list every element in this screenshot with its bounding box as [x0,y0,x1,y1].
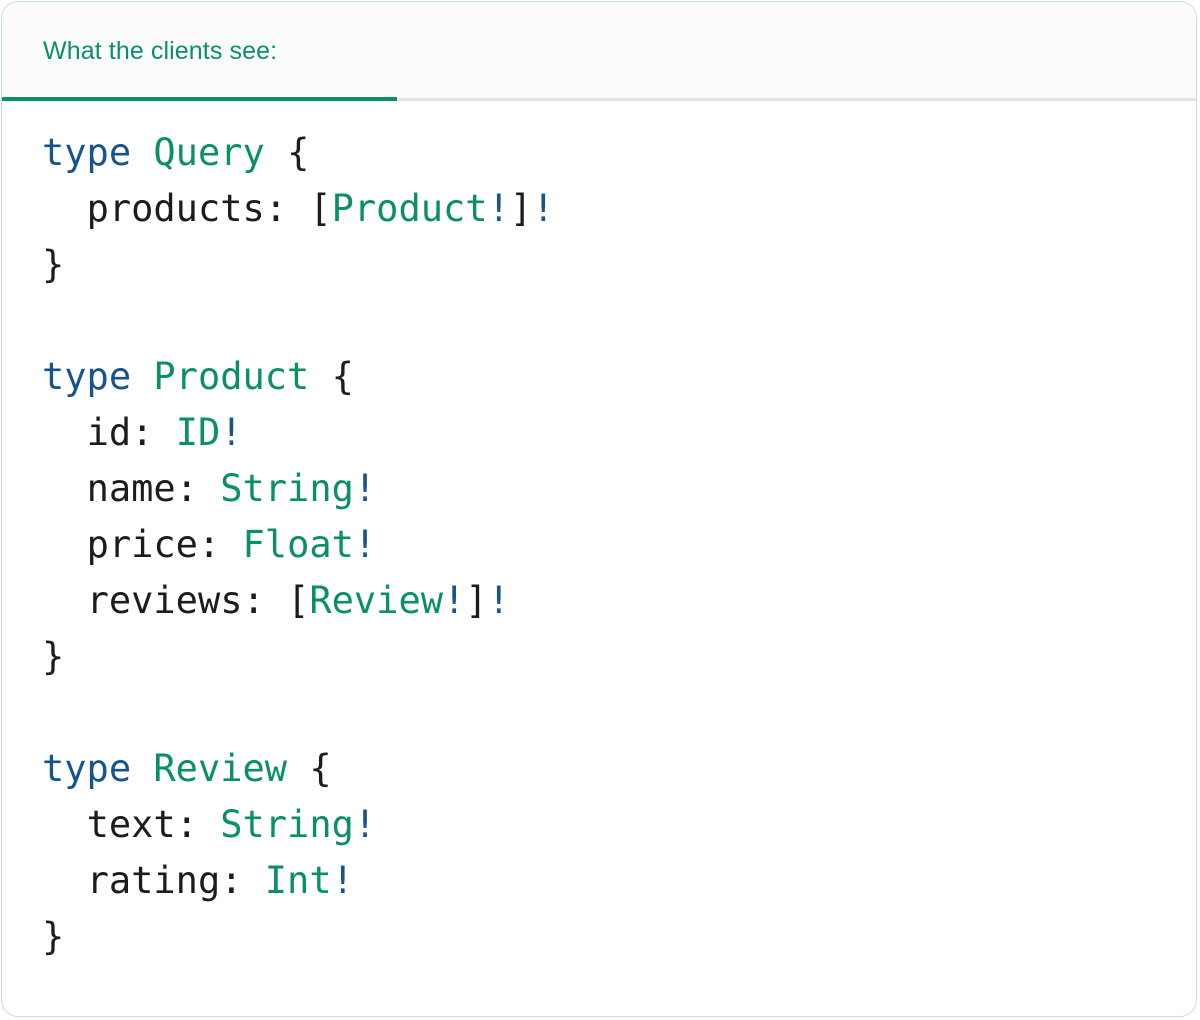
code-line: type Query { [42,125,1196,181]
code-token-brace: { [331,355,354,398]
code-token-brace: } [42,243,65,286]
code-line: name: String! [42,461,1196,517]
code-token-bang: ! [353,467,377,510]
tab-bar-rule [2,98,1196,101]
code-token-punct [131,131,153,174]
code-line: id: ID! [42,405,1196,461]
code-line: price: Float! [42,517,1196,573]
code-line: ​ [42,293,1196,349]
code-token-kw: type [42,131,132,174]
code-token-bang: ! [487,187,510,230]
code-line: ​ [42,685,1196,741]
code-token-kw: type [42,355,132,398]
code-token-type: Product [153,355,310,398]
code-line: } [42,237,1196,293]
code-line: text: String! [42,797,1196,853]
tab-label: What the clients see: [43,37,278,65]
code-token-bang: ! [331,859,354,902]
code-token-brace: { [309,747,332,790]
code-token-punct: : [264,187,310,230]
code-indent [42,467,87,510]
code-token-punct [131,747,153,790]
code-token-field: reviews [86,579,243,622]
code-token-type: Query [153,131,265,174]
tab-active-underline [2,97,397,101]
code-line: type Product { [42,349,1196,405]
code-token-field: price [86,523,198,566]
tab-bar: What the clients see: [2,2,1196,101]
code-token-punct: : [131,411,176,454]
code-token-punct: ] [509,187,533,230]
code-line: products: [Product!]! [42,181,1196,237]
code-token-type: ID [175,411,221,454]
code-token-field: id [86,411,132,454]
code-token-bang: ! [353,523,377,566]
code-token-punct: [ [309,187,332,230]
graphql-schema-code[interactable]: type Query { products: [Product!]!}​type… [2,125,1196,965]
code-token-punct: : [220,859,265,902]
code-line: } [42,909,1196,965]
code-token-type: Product [331,187,488,230]
code-token-punct [131,355,153,398]
code-token-bang: ! [220,411,243,454]
code-token-brace: } [42,635,65,678]
code-token-type: Int [264,859,332,902]
code-indent [42,803,87,846]
tab-what-the-clients-see[interactable]: What the clients see: [2,2,297,101]
code-token-field: products [86,187,265,230]
code-token-type: Review [309,579,443,622]
code-token-punct: : [175,467,221,510]
code-token-field: text [86,803,176,846]
code-token-type: Review [153,747,288,790]
code-token-brace: } [42,915,65,958]
code-indent [42,187,87,230]
code-token-punct: : [197,523,243,566]
code-token-type: String [220,803,354,846]
code-token-bang: ! [487,579,510,622]
code-token-field: name [86,467,176,510]
code-token-kw: type [42,747,132,790]
code-token-brace: { [287,131,310,174]
code-token-punct: : [175,803,221,846]
code-line: type Review { [42,741,1196,797]
code-line: reviews: [Review!]! [42,573,1196,629]
code-line: } [42,629,1196,685]
code-indent [42,411,87,454]
code-indent [42,859,87,902]
code-token-field: rating [86,859,221,902]
code-area: type Query { products: [Product!]!}​type… [2,101,1196,965]
code-token-punct: [ [287,579,310,622]
code-token-bang: ! [353,803,377,846]
code-token-type: String [220,467,354,510]
code-indent [42,523,87,566]
code-token-punct [265,131,287,174]
code-token-bang: ! [532,187,555,230]
code-token-bang: ! [443,579,466,622]
code-token-type: Float [242,523,354,566]
code-token-punct [309,355,331,398]
code-line: rating: Int! [42,853,1196,909]
code-token-punct: : [242,579,288,622]
code-indent [42,579,87,622]
code-token-punct [287,747,309,790]
code-token-punct: ] [465,579,488,622]
